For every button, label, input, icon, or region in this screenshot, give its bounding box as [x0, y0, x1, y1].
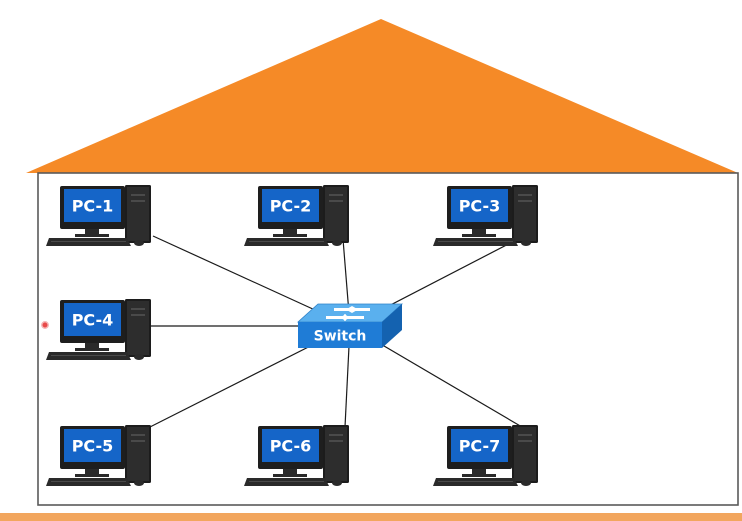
desktop-computer-icon [46, 185, 151, 246]
house-walls [37, 172, 739, 506]
pc-node-2[interactable]: PC-2 [244, 185, 349, 246]
pc-label: PC-4 [72, 311, 114, 330]
pc-node-3[interactable]: PC-3 [433, 185, 538, 246]
desktop-computer-icon [433, 185, 538, 246]
network-nodes: PC-1 PC-2 PC-3PC-4PC-5 PC-6 PC-7 Switch [46, 185, 538, 486]
pc-label: PC-5 [72, 437, 114, 456]
pc-label: PC-7 [459, 437, 501, 456]
desktop-computer-icon [433, 425, 538, 486]
pc-label: PC-1 [72, 197, 114, 216]
bottom-bar [0, 513, 742, 521]
pc-label: PC-2 [270, 197, 312, 216]
red-dot-marker [41, 321, 49, 329]
switch-node[interactable]: Switch [296, 303, 404, 348]
house-roof [26, 19, 738, 173]
pc-node-5[interactable]: PC-5 [46, 425, 151, 486]
pc-node-4[interactable]: PC-4 [46, 299, 151, 360]
pc-node-1[interactable]: PC-1 [46, 185, 151, 246]
network-switch-icon [296, 303, 404, 348]
pc-label: PC-3 [459, 197, 501, 216]
pc-label: PC-6 [270, 437, 312, 456]
switch-label: Switch [314, 329, 367, 345]
desktop-computer-icon [244, 185, 349, 246]
desktop-computer-icon [46, 425, 151, 486]
desktop-computer-icon [46, 299, 151, 360]
pc-node-7[interactable]: PC-7 [433, 425, 538, 486]
pc-node-6[interactable]: PC-6 [244, 425, 349, 486]
desktop-computer-icon [244, 425, 349, 486]
